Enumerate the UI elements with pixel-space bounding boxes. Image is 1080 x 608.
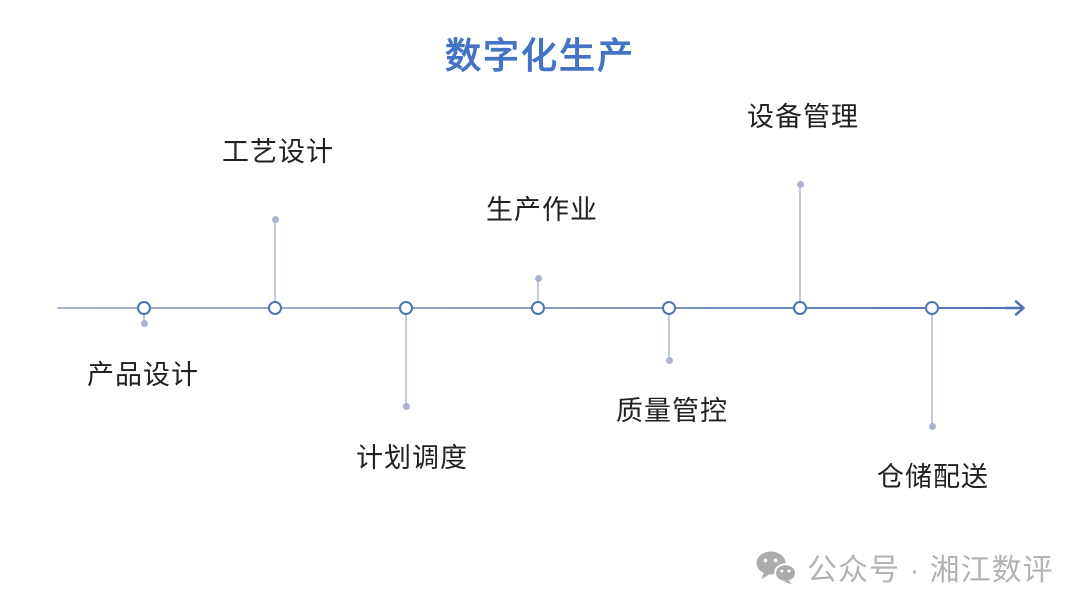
stem-line (405, 315, 407, 404)
stem-line (931, 315, 933, 424)
stem-dot (271, 215, 279, 223)
node-circle (662, 301, 676, 315)
stem-dot (928, 422, 936, 430)
node-circle (137, 301, 151, 315)
stem-dot (534, 274, 542, 282)
node-label: 工艺设计 (222, 137, 334, 167)
node-label: 设备管理 (747, 102, 859, 132)
stem-line (799, 186, 801, 301)
node-label: 质量管控 (616, 396, 728, 426)
stem-line (274, 221, 276, 301)
stem-dot (796, 180, 804, 188)
page-title: 数字化生产 (444, 35, 635, 76)
stem-dot (665, 356, 673, 364)
stem-line (143, 315, 145, 321)
node-circle (531, 301, 545, 315)
arrowhead-icon (1004, 300, 1025, 316)
node-circle (925, 301, 939, 315)
stem-dot (140, 319, 148, 327)
stem-line (668, 315, 670, 358)
node-label: 计划调度 (356, 443, 468, 473)
stem-dot (402, 402, 410, 410)
node-circle (399, 301, 413, 315)
watermark-text: 公众号 · 湘江数评 (807, 554, 1054, 587)
watermark: 公众号 · 湘江数评 (755, 545, 1054, 589)
node-label: 产品设计 (87, 360, 199, 390)
node-circle (268, 301, 282, 315)
node-circle (793, 301, 807, 315)
stem-line (537, 280, 539, 301)
wechat-icon (756, 551, 797, 584)
node-label: 生产作业 (486, 195, 598, 225)
node-label: 仓储配送 (877, 462, 989, 492)
